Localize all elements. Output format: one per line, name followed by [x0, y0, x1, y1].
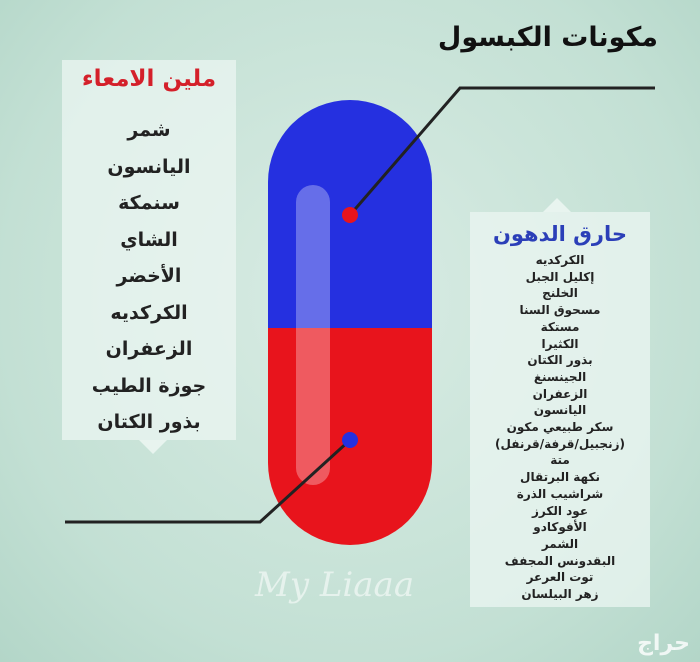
ingredient-item: عود الكرز — [531, 503, 589, 518]
ingredient-item: الجينسنغ — [533, 369, 587, 384]
ingredient-item: البقدونس المجفف — [504, 553, 616, 568]
haraj-logo: حراج — [637, 631, 690, 656]
ingredient-item: متة — [550, 453, 570, 468]
ingredient-item: الزعفران — [532, 386, 588, 401]
ingredient-item: اليانسون — [533, 403, 587, 418]
ingredient-item: شراشيب الذرة — [516, 486, 604, 501]
fat-burner-heading: حارق الدهون — [492, 222, 628, 246]
ingredient-item: اليانسون — [107, 155, 191, 178]
ingredient-item: الزعفران — [105, 338, 193, 360]
laxative-heading: ملين الامعاء — [81, 66, 217, 92]
page-title: مكونات الكبسول — [437, 22, 658, 53]
ingredient-item: الكركديه — [535, 253, 585, 267]
ingredient-item: الكثيرا — [541, 336, 579, 351]
ingredient-item: سنمكة — [118, 192, 180, 214]
watermark: My Liaaa — [255, 565, 415, 605]
ingredient-item: الخلنج — [542, 286, 578, 301]
pointer-line-bottom — [65, 438, 352, 524]
fat-burner-panel: حارق الدهون الكركديه إكليل الجبل الخلنج مسح… — [470, 212, 650, 607]
ingredient-item: زهر البيلسان — [521, 587, 599, 602]
ingredient-item: إكليل الجبل — [525, 269, 595, 284]
ingredient-item: الأخضر — [116, 265, 182, 287]
panel-pointer — [543, 198, 571, 212]
capsule-highlight — [296, 185, 330, 485]
ingredient-item: بذور الكتان — [527, 353, 593, 368]
ingredient-item: مسحوق السنا — [519, 303, 601, 318]
ingredient-item: الشمر — [541, 536, 579, 551]
blue-dot — [342, 432, 358, 448]
ingredient-item: نكهة البرتقال — [520, 470, 600, 485]
red-dot — [342, 207, 358, 223]
ingredient-item: توت العرعر — [526, 570, 594, 585]
ingredient-item: الكركديه — [110, 301, 188, 324]
ingredient-item: الشاي — [120, 228, 178, 251]
pointer-line-top — [348, 86, 655, 216]
ingredient-item: الأفوكادو — [533, 520, 587, 535]
ingredient-item: جوزة الطيب — [91, 374, 207, 397]
ingredient-item: شمر — [127, 119, 171, 141]
ingredient-item: بذور الكتان — [97, 411, 201, 433]
ingredient-item: مستكة — [540, 319, 580, 334]
panel-pointer — [139, 440, 167, 454]
laxative-panel: ملين الامعاء شمر اليانسون سنمكة الشاي الأخضر… — [62, 60, 236, 440]
ingredient-item: (زنجبيل/قرفة/قرنفل) — [495, 436, 625, 451]
ingredient-item: سكر طبيعي مكون — [506, 420, 614, 435]
